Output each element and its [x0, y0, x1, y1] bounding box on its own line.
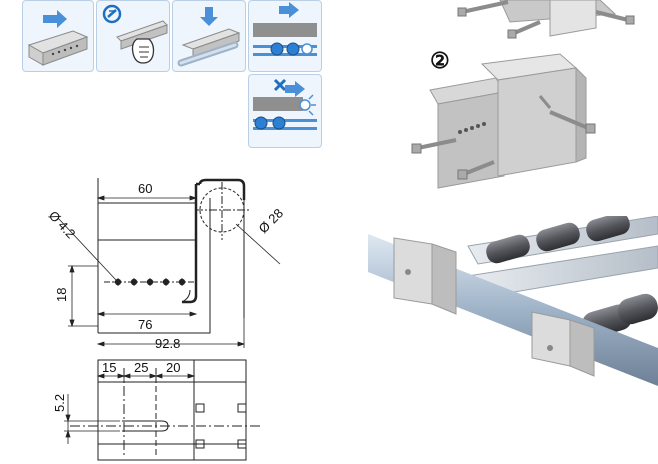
instruction-panel-push [172, 0, 246, 72]
instruction-panel-wrong [248, 74, 322, 148]
slide-arrow-icon [27, 10, 89, 66]
dim-slot-height: 5.2 [52, 394, 67, 412]
bracket-assembly-top [457, 0, 635, 39]
roller-conveyor-illustration [368, 216, 658, 386]
wrong-mount-icon [253, 78, 317, 130]
bracket-assembly-step-2 [411, 53, 596, 189]
dim-width-top: 60 [138, 181, 152, 196]
bracket-assembly-illustration: ② [411, 0, 635, 189]
bracket-front-view-drawing: 60 Ø 4.2 Ø 28 18 76 [46, 178, 287, 348]
tube-brackets [393, 237, 595, 377]
dim-offset-c: 20 [166, 360, 180, 375]
dim-offset-a: 15 [102, 360, 116, 375]
dim-tube-diameter: Ø 28 [256, 206, 287, 237]
bracket-bottom-view-drawing: 15 25 20 5.2 [52, 359, 260, 461]
dim-hole-diameter: Ø 4.2 [46, 208, 79, 241]
no-tool-grip-icon [102, 4, 168, 64]
dim-width-total: 92.8 [155, 336, 181, 351]
step-number-label: ② [430, 48, 450, 73]
instruction-panel-grip [96, 0, 170, 72]
dim-offset-b: 25 [134, 360, 148, 375]
instruction-panel-slide [22, 0, 94, 72]
dim-hole-height: 18 [54, 288, 69, 302]
push-down-arrow-icon [177, 7, 241, 67]
instruction-panel-correct [248, 0, 322, 72]
dim-width-bottom: 76 [138, 317, 152, 332]
correct-mount-icon [253, 2, 317, 56]
